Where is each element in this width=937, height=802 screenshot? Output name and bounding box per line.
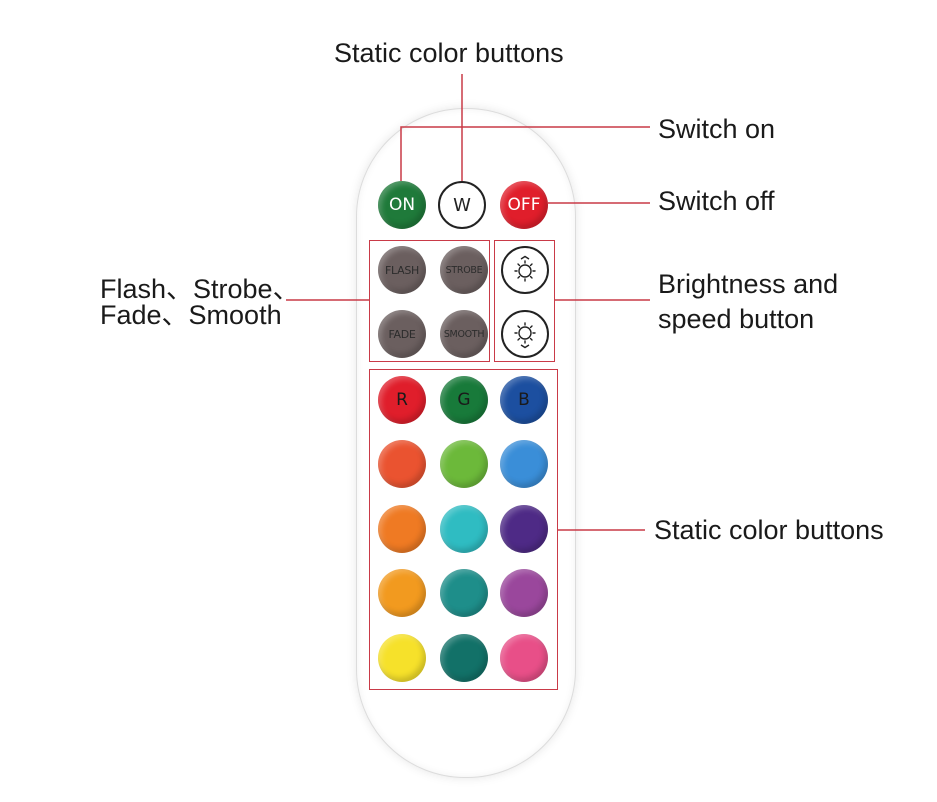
color-button[interactable] <box>378 634 426 682</box>
color-button[interactable] <box>440 634 488 682</box>
brightness-box <box>494 240 555 362</box>
strobe-button-label: STROBE <box>445 264 483 276</box>
modes-box <box>369 240 490 362</box>
off-button-label: OFF <box>507 195 541 215</box>
green-button[interactable]: G <box>440 376 488 424</box>
red-button-label: R <box>396 390 408 410</box>
brightness-down-button[interactable] <box>501 310 549 358</box>
flash-button[interactable]: FLASH <box>378 246 426 294</box>
on-button[interactable]: ON <box>378 181 426 229</box>
color-button[interactable] <box>500 440 548 488</box>
callout-modes-line2: Fade、Smooth <box>100 300 282 330</box>
callout-static-colors: Static color buttons <box>654 515 884 545</box>
blue-button-label: B <box>518 390 530 410</box>
color-button[interactable] <box>440 505 488 553</box>
callout-switch-on: Switch on <box>658 114 776 144</box>
color-button[interactable] <box>440 569 488 617</box>
brightness-up-icon <box>514 255 536 282</box>
color-grid-box <box>369 369 558 690</box>
white-button[interactable]: W <box>438 181 486 229</box>
red-button[interactable]: R <box>378 376 426 424</box>
callout-modes-line1: Flash、Strobe、 <box>100 274 300 304</box>
color-button[interactable] <box>378 440 426 488</box>
off-button[interactable]: OFF <box>500 181 548 229</box>
fade-button[interactable]: FADE <box>378 310 426 358</box>
callout-top-static-colors: Static color buttons <box>334 38 564 68</box>
flash-button-label: FLASH <box>385 263 419 277</box>
on-button-label: ON <box>388 195 416 215</box>
callout-switch-off: Switch off <box>658 186 775 216</box>
callout-brightness-line2: speed button <box>658 304 815 334</box>
color-button[interactable] <box>500 569 548 617</box>
leader-switch-on <box>400 126 650 181</box>
color-button[interactable] <box>500 634 548 682</box>
color-button[interactable] <box>440 440 488 488</box>
brightness-down-icon <box>514 322 536 349</box>
smooth-button-label: SMOOTH <box>443 328 485 340</box>
fade-button-label: FADE <box>388 327 416 341</box>
color-button[interactable] <box>378 569 426 617</box>
white-button-label: W <box>453 194 471 216</box>
smooth-button[interactable]: SMOOTH <box>440 310 488 358</box>
color-button[interactable] <box>500 505 548 553</box>
brightness-up-button[interactable] <box>501 246 549 294</box>
callout-brightness-line1: Brightness and <box>658 269 839 299</box>
green-button-label: G <box>457 390 471 410</box>
color-button[interactable] <box>378 505 426 553</box>
strobe-button[interactable]: STROBE <box>440 246 488 294</box>
blue-button[interactable]: B <box>500 376 548 424</box>
